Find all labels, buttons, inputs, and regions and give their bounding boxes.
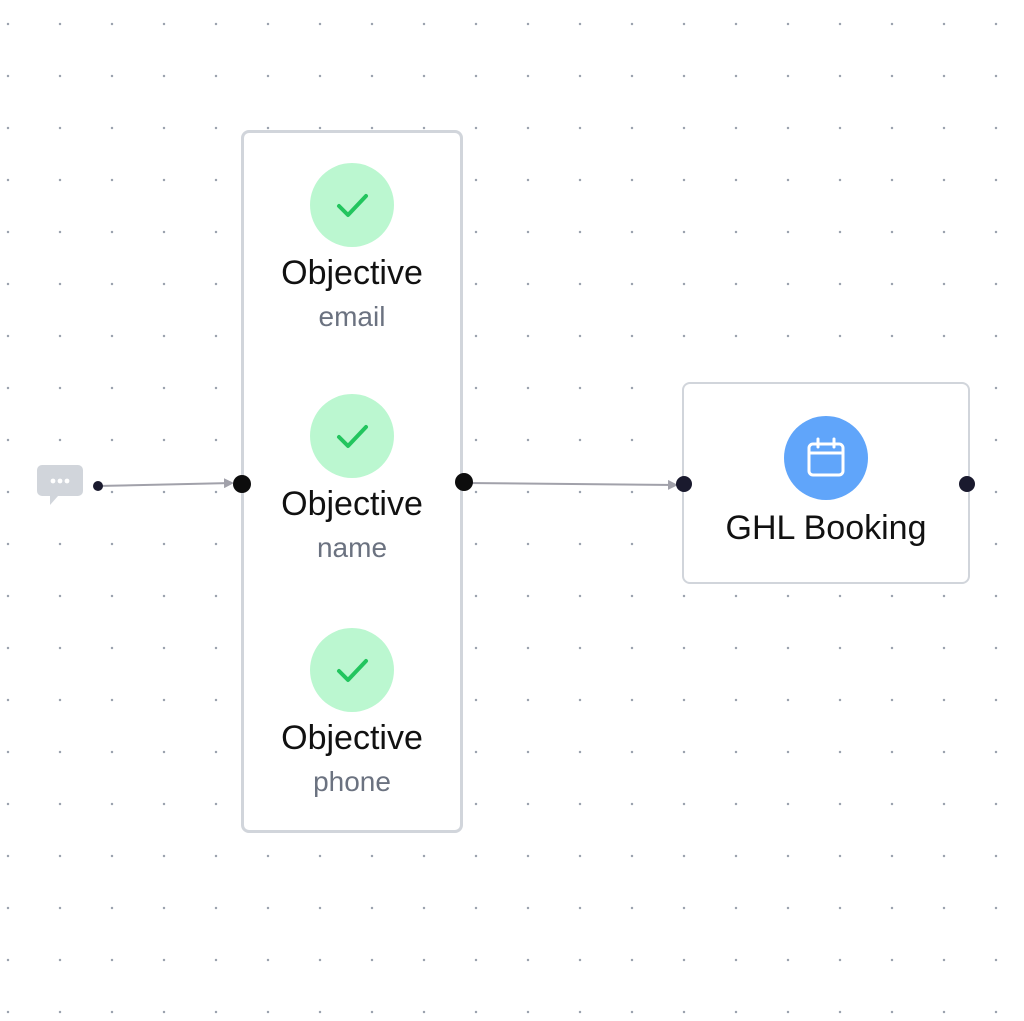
objectives-group-node[interactable]: Objective email Objective name Objective… xyxy=(241,130,463,833)
trigger-output-handle[interactable] xyxy=(93,481,103,491)
objective-title: Objective xyxy=(281,719,423,757)
objective-subtitle: email xyxy=(318,301,386,332)
objective-email[interactable]: Objective email xyxy=(244,163,460,333)
group-input-handle[interactable] xyxy=(233,475,251,493)
chat-bubble-icon[interactable] xyxy=(36,463,84,509)
booking-output-handle[interactable] xyxy=(959,476,975,492)
booking-input-handle[interactable] xyxy=(676,476,692,492)
objective-subtitle: phone xyxy=(313,766,391,797)
ghl-booking-node[interactable]: GHL Booking xyxy=(682,382,970,584)
objective-title: Objective xyxy=(281,485,423,523)
check-icon xyxy=(310,163,394,247)
check-icon xyxy=(310,394,394,478)
objective-phone[interactable]: Objective phone xyxy=(244,628,460,798)
objective-name[interactable]: Objective name xyxy=(244,394,460,564)
calendar-icon xyxy=(784,416,868,500)
group-output-handle[interactable] xyxy=(455,473,473,491)
objective-subtitle: name xyxy=(316,532,388,563)
objective-title: Objective xyxy=(281,254,423,292)
booking-title: GHL Booking xyxy=(725,509,927,547)
check-icon xyxy=(310,628,394,712)
